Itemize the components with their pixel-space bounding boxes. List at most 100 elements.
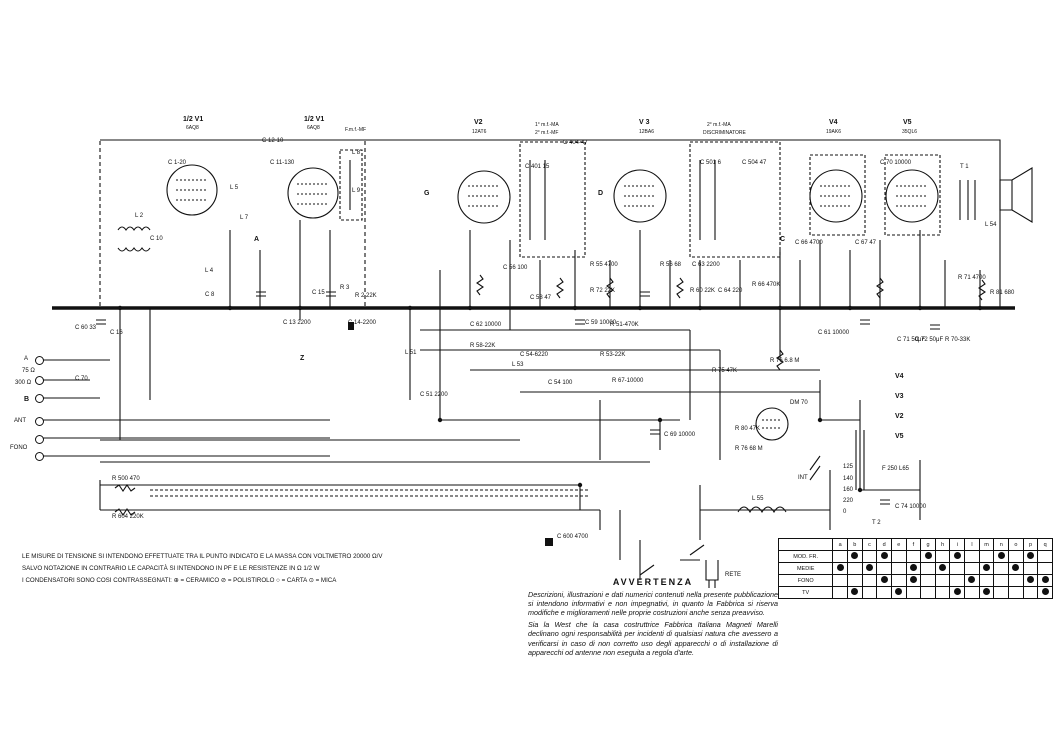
- component-label: C 64 220: [718, 288, 743, 294]
- tube-label-v1a: 1/2 V1: [183, 116, 204, 123]
- switch-cell: [1022, 586, 1039, 599]
- component-label: R 76 6.8 M: [770, 358, 800, 364]
- switch-cell: [964, 550, 980, 563]
- contact-dot: [968, 576, 976, 583]
- warning-paragraph: Descrizioni, illustrazioni e dati numeri…: [528, 590, 778, 618]
- tube-type-v3: 12BA6: [639, 129, 655, 135]
- switch-column-header: g: [920, 538, 936, 551]
- switch-cell: [1022, 550, 1039, 563]
- tube-type-v4: 19AK6: [826, 129, 842, 135]
- if1-sublabel: 2° m.f.-MF: [535, 130, 559, 136]
- antenna-jack[interactable]: [35, 356, 44, 365]
- heater-label: V4: [895, 373, 904, 380]
- switch-cell: [876, 562, 892, 575]
- switch-cell: [920, 586, 936, 599]
- power-tap-label: 160: [843, 487, 854, 493]
- switch-cell: [920, 550, 936, 563]
- switch-cell: [920, 574, 936, 587]
- tube-label-v4: V4: [829, 119, 838, 126]
- switch-column-header: i: [949, 538, 966, 551]
- speaker: [999, 167, 1033, 223]
- switch-table-row: MOD. FR.: [777, 550, 1053, 563]
- component-label: R 3: [340, 285, 350, 291]
- switch-row-label: MOD. FR.: [777, 550, 834, 563]
- fono-label: FONO: [10, 445, 28, 451]
- antenna-jack[interactable]: [35, 376, 44, 385]
- contact-dot: [895, 588, 903, 595]
- contact-dot: [953, 552, 961, 559]
- tube-type-v1b: 6AQ8: [307, 125, 320, 131]
- component-label: C 11-130: [270, 160, 295, 166]
- component-label: L 4: [205, 268, 214, 274]
- component-label: R 55 4700: [590, 262, 618, 268]
- switch-cell: [876, 574, 892, 587]
- tube-type-v1a: 6AQ8: [186, 125, 199, 131]
- output-transformer: [959, 180, 976, 220]
- component-label: C 71 50μF: [897, 337, 926, 343]
- power-transformer: [855, 430, 865, 490]
- switch-cell: [832, 562, 848, 575]
- component-label: C 74 10000: [895, 504, 927, 510]
- rete-label: RETE: [725, 572, 742, 578]
- switch-row-label: FONO: [777, 574, 834, 587]
- switch-cell: [832, 574, 848, 587]
- switch-cell: [890, 550, 907, 563]
- transformer-t1-label: T 1: [960, 164, 969, 170]
- warning-block: AVVERTENZA Descrizioni, illustrazioni e …: [528, 577, 778, 660]
- switch-column-header: o: [1008, 538, 1024, 551]
- switch-cell: [934, 562, 951, 575]
- ohm300-label: 300 Ω: [15, 380, 32, 386]
- contact-dot: [1041, 576, 1049, 583]
- output-box: [809, 154, 866, 236]
- component-label: C 14-2200: [348, 320, 377, 326]
- contact-dot: [909, 564, 917, 571]
- component-label: C 8: [205, 292, 215, 298]
- component-label: C 10: [150, 236, 163, 242]
- component-label: C 501 6: [700, 160, 722, 166]
- antenna-jack[interactable]: [35, 394, 44, 403]
- shielded-cable: [150, 489, 590, 497]
- switch-cell: [920, 562, 936, 575]
- component-label: L 53: [512, 362, 524, 368]
- component-label: C 51 2200: [420, 392, 448, 398]
- if1-box: [519, 141, 586, 258]
- fono-jack[interactable]: [35, 452, 44, 461]
- switch-cell: [993, 550, 1010, 563]
- switch-cell: [905, 562, 922, 575]
- switch-cell: [876, 586, 892, 599]
- contact-dot: [1027, 552, 1034, 559]
- fono-jack[interactable]: [35, 435, 44, 444]
- if2-label: 2° m.f.-MA: [707, 122, 731, 128]
- switch-cell: [832, 586, 848, 599]
- component-label: C 1-20: [168, 160, 187, 166]
- component-label: C 504 47: [742, 160, 767, 166]
- switch-cell: [1022, 574, 1039, 587]
- ant-jack[interactable]: [35, 417, 44, 426]
- component-label: R 53-22K: [600, 352, 626, 358]
- tube-type-v5: 35QL6: [902, 129, 918, 135]
- test-point-label: Z: [300, 355, 305, 362]
- test-point-label: G: [424, 190, 430, 197]
- component-label: L 55: [752, 496, 764, 502]
- component-label: R 81 680: [990, 290, 1015, 296]
- component-label: R 58-22K: [470, 343, 496, 349]
- switch-cell: [861, 574, 878, 587]
- contact-dot: [851, 588, 859, 595]
- contact-dot: [953, 588, 961, 595]
- switch-cell: [1037, 586, 1053, 599]
- component-label: L 5: [230, 185, 239, 191]
- switch-table-row: TV: [777, 586, 1053, 599]
- ohm-label: 75 Ω: [22, 368, 35, 374]
- contact-dot: [1041, 588, 1049, 595]
- component-label: R 2 22K: [355, 293, 377, 299]
- tube-v5: [885, 169, 939, 223]
- contact-dot: [983, 564, 991, 571]
- if-coils: [349, 160, 716, 240]
- component-label: C 401 15: [525, 164, 550, 170]
- component-label: L 7: [240, 215, 249, 221]
- tube-label-v2: V2: [474, 119, 483, 126]
- component-label: C 72 50μF: [915, 337, 944, 343]
- tube-label-v5: V5: [903, 119, 912, 126]
- switch-cell: [847, 562, 863, 575]
